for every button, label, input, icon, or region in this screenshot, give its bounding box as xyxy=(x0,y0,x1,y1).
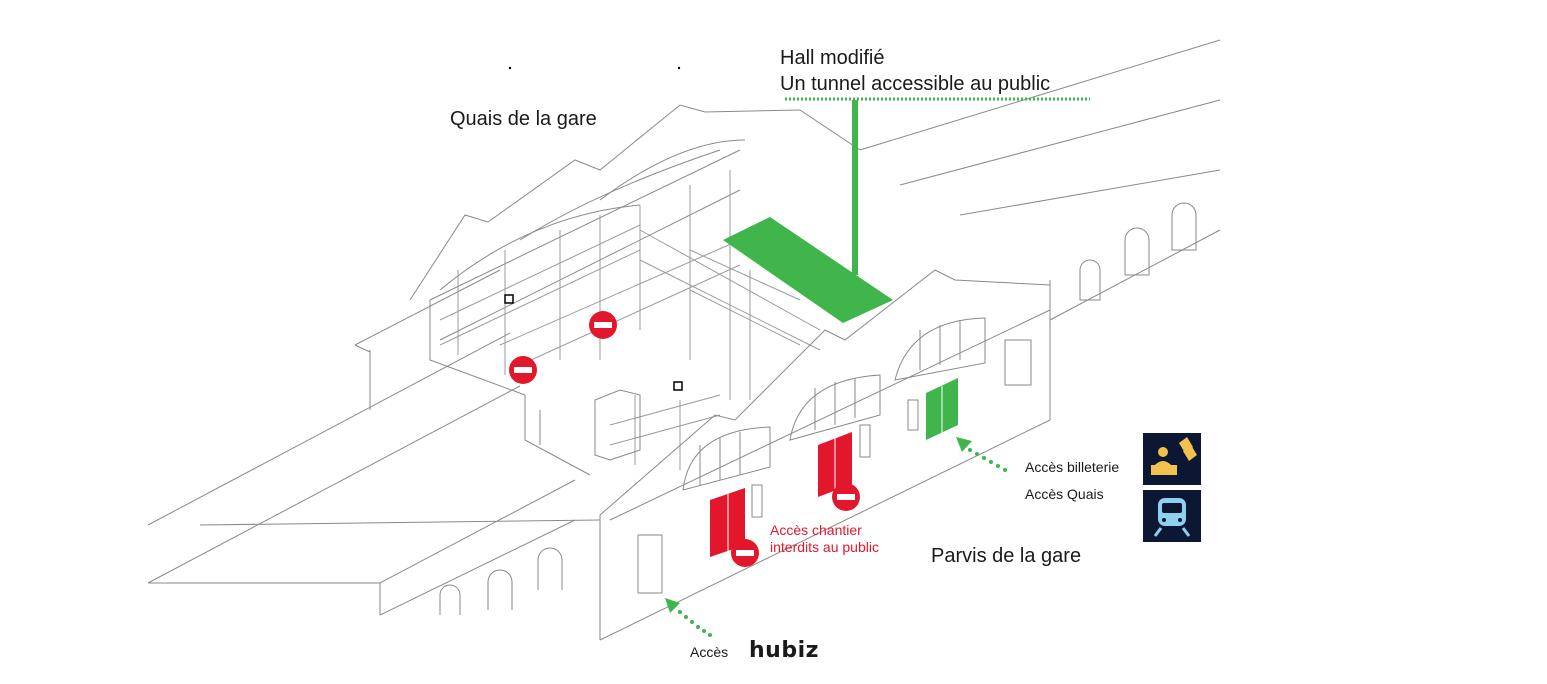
hall-leader-line xyxy=(852,100,858,275)
arrow-dotted-icon xyxy=(665,598,712,637)
modified-hall-area xyxy=(723,217,893,323)
quais-label: Quais de la gare xyxy=(450,108,597,130)
marker-square xyxy=(504,294,514,304)
ticket-office-icon xyxy=(1143,433,1201,485)
hubiz-logo: hubiz xyxy=(749,638,819,663)
marker-square xyxy=(673,381,683,391)
left-wing xyxy=(147,269,601,616)
chantier-label-line2: interdits au public xyxy=(770,539,879,555)
no-entry-icon xyxy=(731,539,759,567)
parvis-label: Parvis de la gare xyxy=(931,545,1082,567)
train-icon xyxy=(1143,490,1201,542)
scaffolding xyxy=(439,170,821,470)
billeterie-label: Accès billeterie xyxy=(1025,459,1120,475)
dot xyxy=(508,66,512,70)
red-door-left xyxy=(710,488,745,557)
hall-interior xyxy=(524,389,641,476)
lower-left-building xyxy=(439,547,563,615)
red-door-middle xyxy=(818,432,852,497)
dot xyxy=(677,66,681,70)
no-entry-icon xyxy=(509,356,537,384)
no-entry-icon xyxy=(589,311,617,339)
acces-label: Accès xyxy=(690,644,729,660)
hall-subtitle: Un tunnel accessible au public xyxy=(780,73,1051,95)
chantier-label-line1: Accès chantier xyxy=(770,522,862,538)
hall-title: Hall modifié xyxy=(780,47,885,69)
rear-facade xyxy=(409,104,801,396)
right-wing xyxy=(799,39,1221,321)
green-access-door xyxy=(926,378,958,440)
quais-access-label: Accès Quais xyxy=(1025,486,1104,502)
no-entry-icon xyxy=(832,483,860,511)
arrow-dotted-icon xyxy=(956,437,1007,472)
